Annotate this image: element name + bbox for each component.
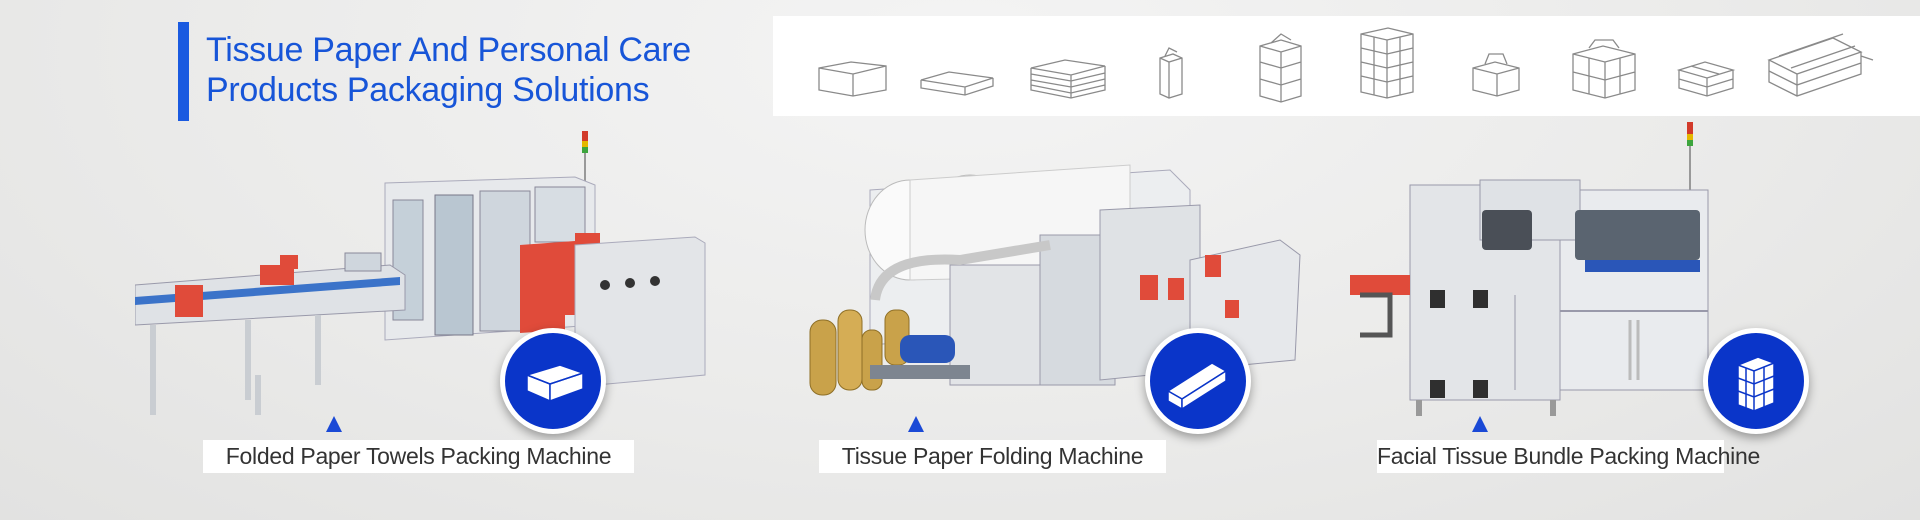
folded-towel-pack-icon [524, 364, 586, 403]
stacked-carton-icon [1360, 27, 1414, 99]
handle-bag-icon [1472, 53, 1520, 97]
title-line-2: Products Packaging Solutions [206, 71, 650, 109]
title-line-1: Tissue Paper And Personal Care [206, 31, 691, 69]
title-accent-bar [178, 22, 189, 121]
marker-triangle [1472, 416, 1488, 432]
flat-tray-icon [920, 71, 994, 96]
machine-label-towels: Folded Paper Towels Packing Machine [203, 440, 634, 473]
package-icon-strip [773, 16, 1920, 116]
small-carton-icon [1159, 47, 1183, 99]
tissue-bundle-badge [1703, 328, 1809, 434]
paper-log-icon [1166, 362, 1228, 411]
machine-label-folding: Tissue Paper Folding Machine [819, 440, 1166, 473]
tissue-box-icon [818, 61, 887, 97]
bundle-pack-icon [1572, 39, 1636, 99]
machine-folded-towel-packer [134, 125, 715, 425]
machine-bundle-packer [1350, 120, 1720, 420]
marker-triangle [908, 416, 924, 432]
wrapped-box-icon [1676, 61, 1736, 97]
paper-log-badge [1145, 328, 1251, 434]
marker-triangle [326, 416, 342, 432]
tall-carton-icon [1259, 33, 1302, 103]
tissue-bundle-icon [1737, 356, 1775, 412]
machine-label-bundle: Facial Tissue Bundle Packing Machine [1377, 440, 1760, 473]
folded-towel-pack-badge [500, 328, 606, 434]
title-text: Tissue Paper And Personal Care Products … [206, 30, 766, 110]
long-pack-icon [1767, 33, 1874, 97]
paper-stack-icon [1030, 59, 1106, 99]
